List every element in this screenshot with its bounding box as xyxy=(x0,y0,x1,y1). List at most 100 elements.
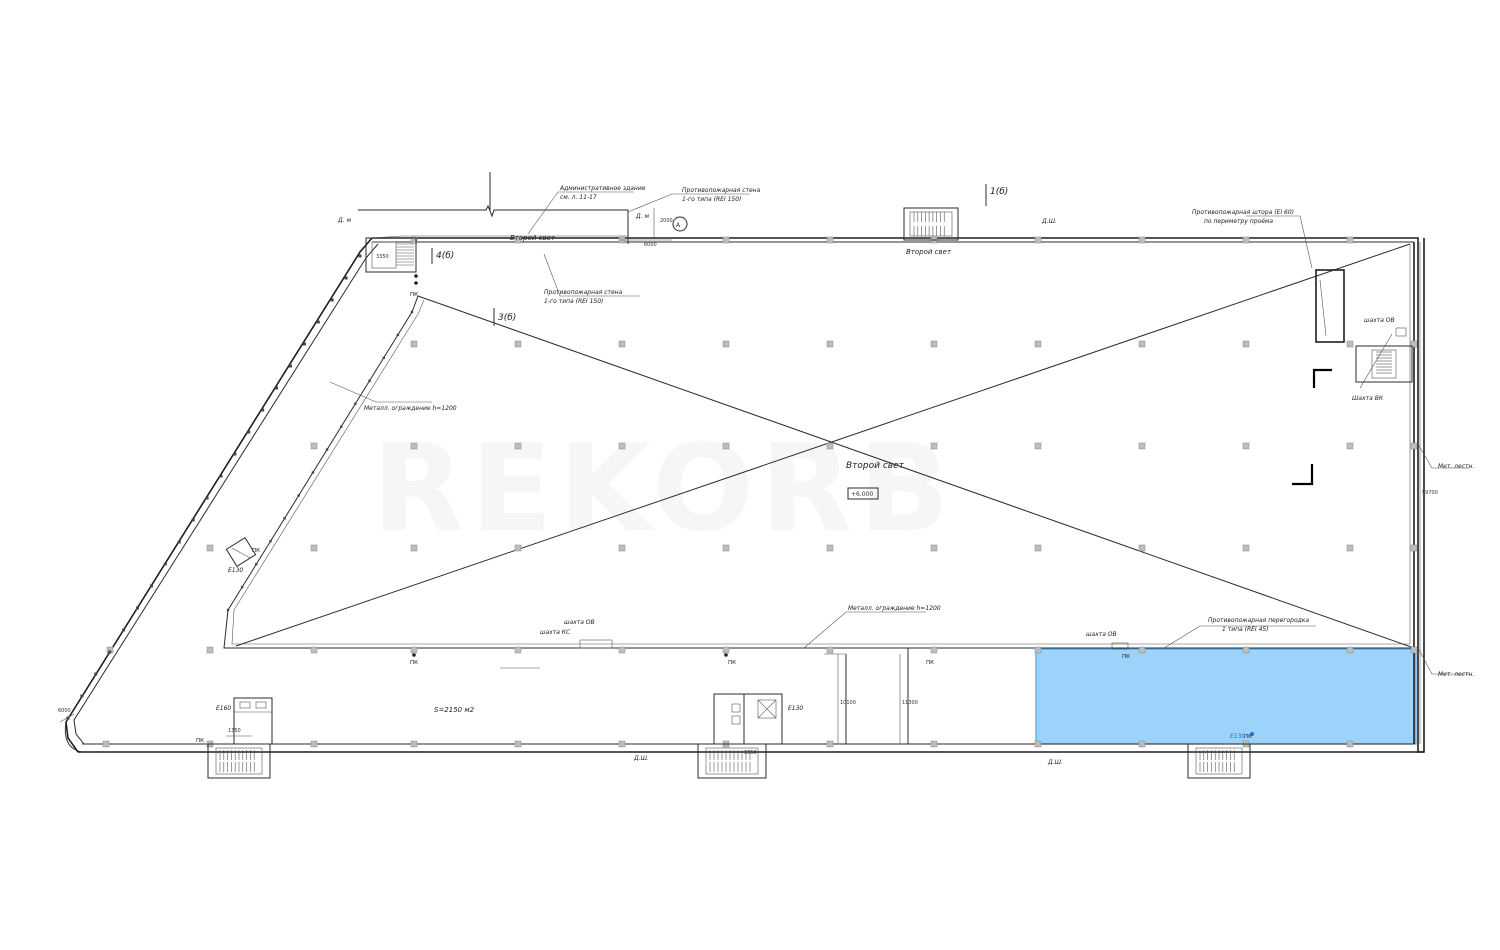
second-light-top-label: Второй свет xyxy=(510,234,556,242)
highlighted-zone[interactable] xyxy=(1035,648,1417,745)
bottom-mid-room xyxy=(713,693,783,745)
wall-post xyxy=(330,298,334,302)
shaft-ks-box xyxy=(579,639,613,649)
watermark-text: REKORB xyxy=(372,420,956,559)
svg-text:3(б): 3(б) xyxy=(498,313,516,323)
dim-10100: 10100 xyxy=(840,700,856,706)
fence-post xyxy=(340,425,343,428)
fire-curtain-note: по периметру проёма xyxy=(1204,218,1273,225)
fence-post xyxy=(396,333,400,337)
wall-post xyxy=(149,584,153,588)
fence-post xyxy=(382,356,385,360)
structural-column xyxy=(1346,740,1354,748)
svg-text:4(б): 4(б) xyxy=(436,251,454,261)
structural-column xyxy=(1138,544,1146,552)
structural-column xyxy=(1138,740,1146,748)
structural-column xyxy=(826,442,834,450)
structural-column xyxy=(1346,646,1354,654)
structural-column xyxy=(514,544,522,552)
wall-post xyxy=(205,496,209,500)
e130-left-label: E130 xyxy=(228,567,243,574)
shaft-ks-label: шахта КС xyxy=(540,629,571,636)
structural-column xyxy=(722,442,730,450)
wall-post xyxy=(261,408,265,412)
admin-building-ref: см. л. 11-17 xyxy=(560,194,597,201)
wall-post xyxy=(177,540,181,544)
structural-column xyxy=(1138,236,1146,244)
structural-column xyxy=(410,442,418,450)
structural-column xyxy=(722,340,730,348)
structural-column xyxy=(1138,646,1146,654)
structural-column xyxy=(514,236,522,244)
structural-column xyxy=(310,442,318,450)
shaft-vk-label: Шахта ВК xyxy=(1352,395,1384,402)
structural-column xyxy=(1346,544,1354,552)
structural-column xyxy=(1242,236,1250,244)
structural-column xyxy=(1034,740,1042,748)
shaft-ov-mid-label: шахта ОВ xyxy=(564,619,595,626)
structural-column xyxy=(1034,442,1042,450)
dim-1350: 1350 xyxy=(228,728,241,734)
dim-59700: 59700 xyxy=(1422,490,1438,496)
firewall-top-label: Противопожарная стена xyxy=(682,187,761,194)
structural-column xyxy=(1346,340,1354,348)
structural-column xyxy=(1410,544,1418,552)
wall-post xyxy=(302,342,306,346)
dim-6000-left: 6000 xyxy=(58,708,71,714)
stair-bottom-right xyxy=(1187,743,1251,779)
structural-column xyxy=(514,740,522,748)
structural-column xyxy=(410,646,418,654)
wall-post xyxy=(219,474,223,478)
second-light-stair-label: Второй свет xyxy=(906,248,952,256)
stair-top-center xyxy=(903,207,959,241)
wall-post xyxy=(358,254,362,258)
structural-column xyxy=(826,646,834,654)
shaft-ov-right-box xyxy=(1395,327,1407,337)
firewall-bottom-label: Противопожарная стена xyxy=(544,289,623,296)
fence-post xyxy=(226,608,230,612)
svg-text:ПК: ПК xyxy=(410,660,418,666)
svg-text:ПК: ПК xyxy=(926,660,934,666)
structural-column xyxy=(1034,236,1042,244)
admin-building-label: Административное здание xyxy=(559,185,646,192)
void-diagonal-2 xyxy=(235,243,1411,647)
fire-hose-markers: ПК ПК ПК ПК ПК ПК ПК ПК xyxy=(196,274,1254,744)
fire-partition-rating: 1 типа (REI 45) xyxy=(1222,626,1269,633)
dimension-lines xyxy=(59,208,1421,744)
structural-column xyxy=(410,340,418,348)
elevator-left xyxy=(225,537,257,567)
fence-post xyxy=(368,379,371,382)
bottom-partitions xyxy=(500,648,909,744)
structural-column xyxy=(1410,646,1418,654)
area-label: S=2150 м2 xyxy=(434,706,475,714)
e160-label: E160 xyxy=(216,705,231,712)
void-corner-mark-top xyxy=(1312,368,1332,388)
structural-column xyxy=(1138,340,1146,348)
structural-column xyxy=(1410,442,1418,450)
dim-11300: 11300 xyxy=(902,700,918,706)
svg-text:ПК: ПК xyxy=(1122,654,1130,660)
structural-column xyxy=(410,236,418,244)
firewall-top-rating: 1-го типа (REI 150) xyxy=(682,196,741,203)
structural-column xyxy=(1242,340,1250,348)
void-diagonal-1 xyxy=(417,295,1415,649)
wall-post xyxy=(344,276,348,280)
structural-column xyxy=(722,544,730,552)
structural-column xyxy=(722,646,730,654)
dim-6000: 6000 xyxy=(644,242,657,248)
stair-bottom-left xyxy=(207,743,271,779)
wall-post xyxy=(94,672,98,676)
fence-post xyxy=(255,562,258,566)
met-ladder-lower-label: Мет. лестн. xyxy=(1438,671,1474,678)
svg-text:1(б): 1(б) xyxy=(990,187,1008,197)
structural-column xyxy=(514,340,522,348)
structural-column xyxy=(930,340,938,348)
axis-marker-1: 1(б) xyxy=(985,184,1008,206)
structural-column xyxy=(1242,544,1250,552)
wall-post xyxy=(247,430,251,434)
svg-text:ПК: ПК xyxy=(252,548,260,554)
wall-post xyxy=(191,518,195,522)
structural-column xyxy=(102,740,110,748)
metal-fence-bottom-label: Металл. ограждение h=1200 xyxy=(848,605,941,612)
